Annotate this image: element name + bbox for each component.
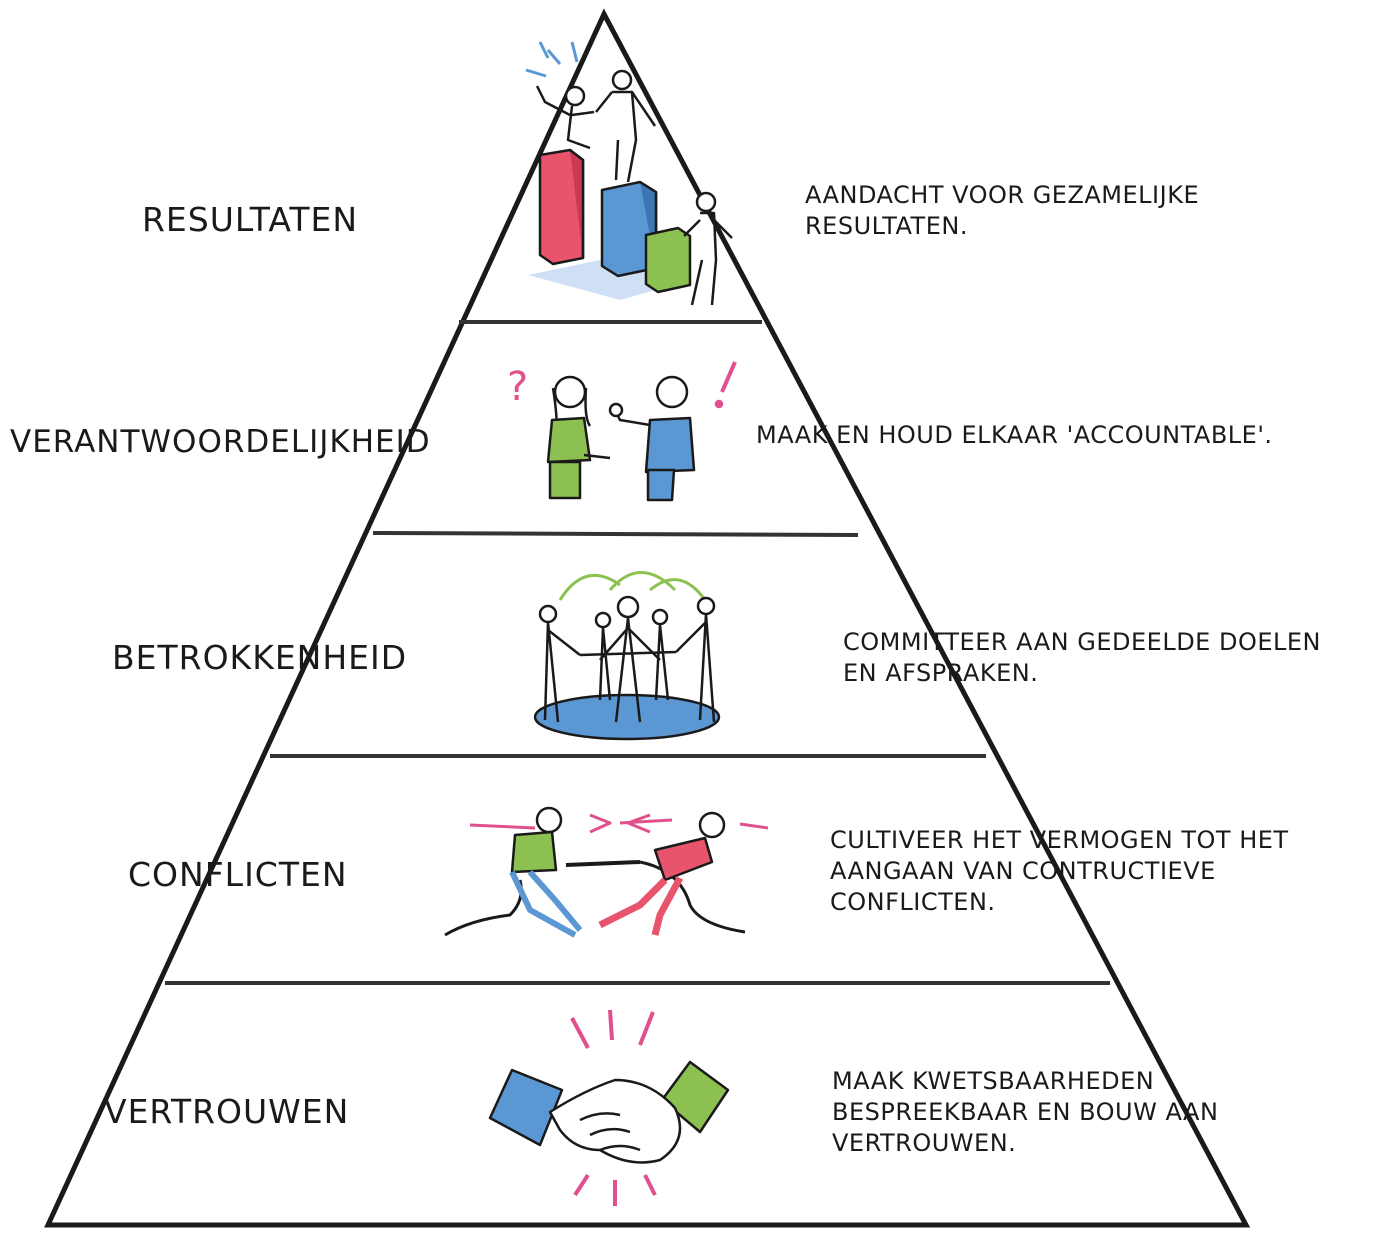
tug-of-war-icon xyxy=(444,806,769,938)
layer-label-conflicten: CONFLICTEN xyxy=(128,855,348,894)
layer-description-vertrouwen: MAAK KWETSBAARHEDEN BESPREEKBAAR EN BOUW… xyxy=(832,1067,1219,1157)
svg-text:?: ? xyxy=(507,364,528,410)
pyramid-outline xyxy=(44,8,1251,1228)
layer-description-betrokkenheid: COMMITTEER AAN GEDEELDE DOELEN EN AFSPRA… xyxy=(843,628,1321,687)
people-circle-icon xyxy=(533,571,721,741)
podium-bar-chart-icon xyxy=(525,41,733,306)
layer-dividers xyxy=(165,320,1110,985)
layer-label-resultaten: RESULTATEN xyxy=(142,200,359,239)
layer-description-resultaten: AANDACHT VOOR GEZAMELIJKE RESULTATEN. xyxy=(805,181,1200,240)
handshake-icon xyxy=(488,1009,730,1206)
layer-label-vertrouwen: VERTROUWEN xyxy=(104,1092,350,1131)
divider-2 xyxy=(372,531,859,537)
layer-description-conflicten: CULTIVEER HET VERMOGEN TOT HET AANGAAN V… xyxy=(830,826,1289,916)
layer-label-betrokkenheid: BETROKKENHEID xyxy=(112,638,408,677)
two-people-accountability-icon: ? xyxy=(507,361,737,502)
layer-description-verantwoordelijkheid: MAAK EN HOUD ELKAAR 'ACCOUNTABLE'. xyxy=(756,421,1273,449)
layer-label-verantwoordelijkheid: VERANTWOORDELIJKHEID xyxy=(10,424,431,460)
